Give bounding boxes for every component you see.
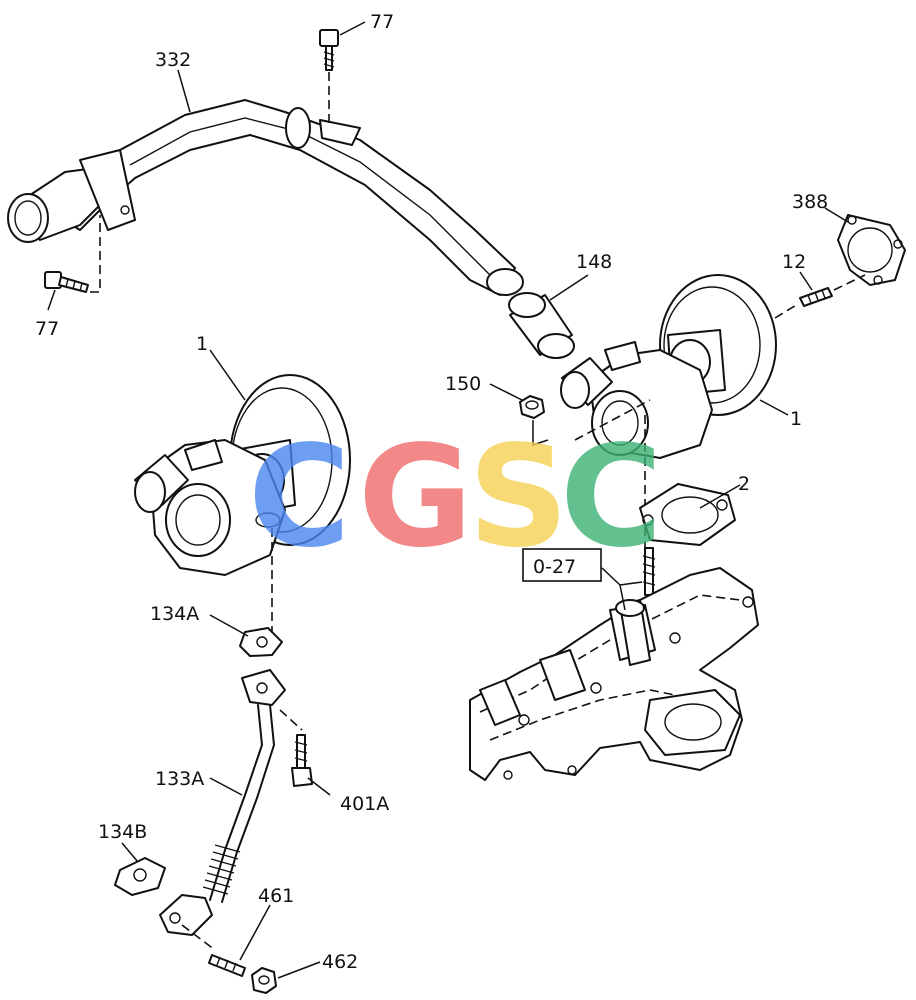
stud-461 bbox=[208, 954, 246, 977]
callout-134a: 134A bbox=[150, 603, 199, 625]
callout-462: 462 bbox=[322, 951, 358, 973]
callout-77-top: 77 bbox=[370, 11, 394, 33]
nut-150 bbox=[519, 395, 549, 447]
oil-pipe-133a bbox=[159, 669, 303, 951]
callout-1-right: 1 bbox=[790, 408, 802, 430]
turbocharger-left bbox=[134, 374, 351, 640]
callout-134b: 134B bbox=[98, 821, 147, 843]
bolt-401a bbox=[291, 734, 313, 787]
gasket-134a bbox=[239, 627, 283, 657]
callout-1-left: 1 bbox=[196, 333, 208, 355]
callout-150: 150 bbox=[445, 373, 481, 395]
gasket-388 bbox=[837, 214, 906, 286]
watermark-letter-2: G bbox=[358, 416, 473, 579]
callout-461: 461 bbox=[258, 885, 294, 907]
callout-12: 12 bbox=[782, 251, 806, 273]
bolt-77-left bbox=[44, 215, 101, 293]
leader-lines bbox=[47, 21, 849, 979]
callout-77-left: 77 bbox=[35, 318, 59, 340]
exhaust-manifold bbox=[469, 567, 759, 781]
spring-guard bbox=[202, 844, 241, 895]
callout-332: 332 bbox=[155, 49, 191, 71]
watermark-logo: C G S C bbox=[248, 416, 663, 579]
watermark-letter-1: C bbox=[248, 416, 351, 579]
watermark-letter-4: C bbox=[560, 416, 663, 579]
hose-148 bbox=[508, 292, 575, 359]
callout-0-27: 0-27 bbox=[533, 556, 576, 578]
watermark-letter-3: S bbox=[468, 416, 569, 579]
bolt-77-top bbox=[319, 29, 339, 125]
air-pipe-332 bbox=[7, 99, 524, 296]
callout-401a: 401A bbox=[340, 793, 389, 815]
callout-box-0-27 bbox=[522, 548, 602, 582]
nut-462 bbox=[251, 967, 277, 994]
gasket-2 bbox=[639, 483, 736, 546]
callout-388: 388 bbox=[792, 191, 828, 213]
callout-133a: 133A bbox=[155, 768, 204, 790]
turbocharger-right bbox=[560, 274, 777, 560]
callout-2: 2 bbox=[738, 473, 750, 495]
gasket-134b bbox=[114, 857, 166, 896]
stud-12 bbox=[774, 274, 866, 319]
callout-148: 148 bbox=[576, 251, 612, 273]
